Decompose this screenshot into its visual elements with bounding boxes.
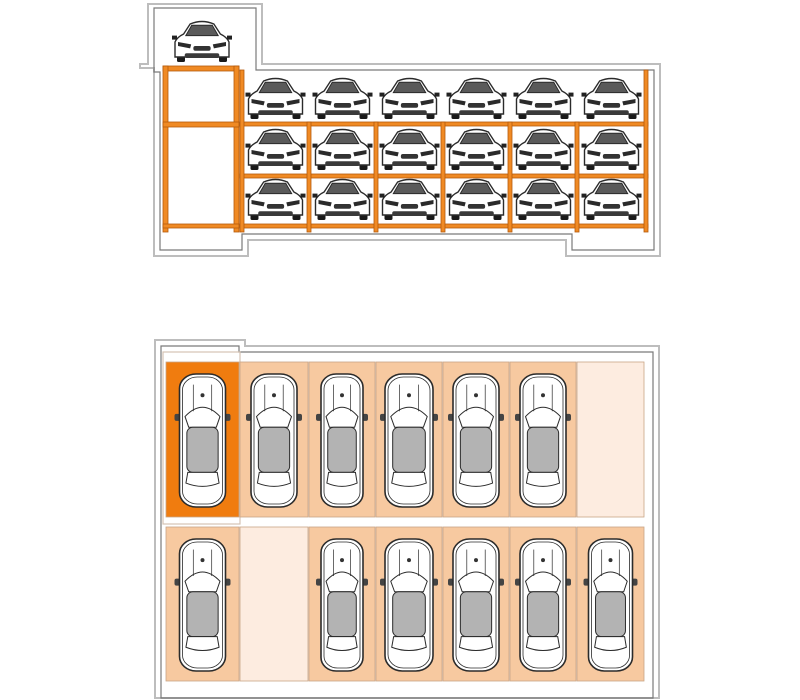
- plan-bottom-car-3: [316, 538, 368, 672]
- elevation-building-wall-inner: [153, 7, 655, 251]
- frame-post-7: [643, 69, 649, 233]
- frame-post-3: [373, 121, 379, 233]
- lift-car: [172, 20, 232, 62]
- elev-car-l3-c5: [513, 178, 574, 220]
- lift-mid-beam: [162, 121, 240, 128]
- elev-car-l1-c2: [312, 77, 373, 119]
- elev-car-l1-c4: [446, 77, 507, 119]
- plan-top-car-3: [316, 373, 368, 508]
- plan-building-wall: [154, 339, 660, 699]
- elevation-cars: [172, 20, 642, 220]
- elevation-view: [139, 3, 661, 257]
- plan-bottom-bay-2: [239, 526, 309, 682]
- frame-post-2: [306, 121, 312, 233]
- elev-car-l2-c2: [312, 128, 373, 170]
- elev-car-l2-c1: [245, 128, 306, 170]
- plan-top-car-5: [448, 373, 504, 508]
- lift-right-post: [233, 65, 240, 233]
- elev-car-l3-c3: [379, 178, 440, 220]
- plan-bottom-car-4: [380, 538, 438, 672]
- plan-top-car-1: [174, 373, 231, 508]
- elev-car-l2-c6: [581, 128, 642, 170]
- plan-view: [154, 339, 660, 699]
- plan-cars: [174, 373, 638, 672]
- lift-bottom-beam: [162, 223, 240, 229]
- plan-building-wall-inner: [160, 345, 654, 699]
- frame-post-6: [574, 121, 580, 233]
- lift-top-beam: [162, 65, 240, 72]
- plan-bottom-car-1: [174, 538, 231, 672]
- plan-top-car-4: [380, 373, 438, 508]
- plan-bottom-car-6: [515, 538, 571, 672]
- elev-car-l2-c5: [513, 128, 574, 170]
- elev-car-l1-c6: [581, 77, 642, 119]
- frame-post-5: [507, 121, 513, 233]
- lift-left-post: [162, 65, 169, 233]
- frame-post-4: [440, 121, 446, 233]
- elev-car-l1-c5: [513, 77, 574, 119]
- elev-car-l3-c2: [312, 178, 373, 220]
- plan-bottom-car-5: [448, 538, 504, 672]
- elev-car-l3-c6: [581, 178, 642, 220]
- elev-car-l2-c4: [446, 128, 507, 170]
- plan-bottom-car-7: [583, 538, 638, 672]
- frame-post-1: [239, 69, 245, 233]
- elev-car-l1-c3: [379, 77, 440, 119]
- elev-car-l2-c3: [379, 128, 440, 170]
- elev-car-l3-c1: [245, 178, 306, 220]
- plan-top-car-6: [515, 373, 571, 508]
- plan-top-bay-7: [576, 361, 645, 518]
- elevation-building-wall: [139, 3, 661, 257]
- elevation-steel-frame: [162, 65, 649, 233]
- elev-car-l3-c4: [446, 178, 507, 220]
- elev-car-l1-c1: [245, 77, 306, 119]
- plan-top-car-2: [246, 373, 302, 508]
